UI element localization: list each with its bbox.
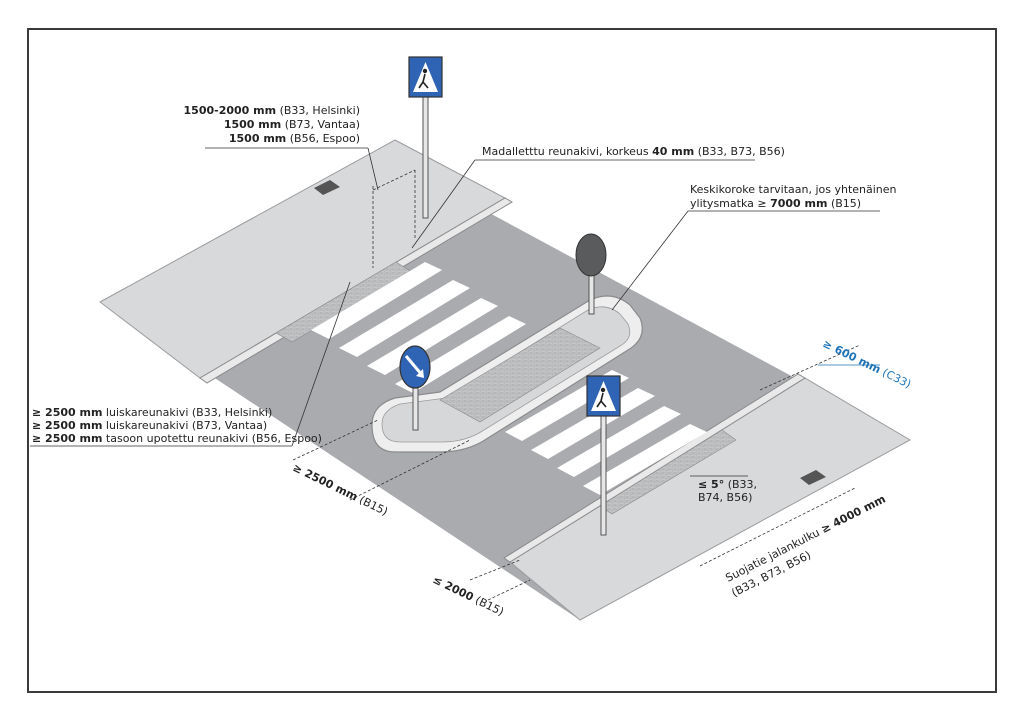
dim-2500-label: ≥ 2500 mm (B15) [291,461,390,518]
warning-strip-south [800,470,826,485]
ramp-label-line-2: ≥ 2500 mm luiskareunakivi (B73, Vantaa) [32,419,267,432]
keep-right-sign [399,345,431,431]
crossing-sign-north [408,56,443,219]
crossing-sign-south [586,375,621,536]
slope-label-line-1: ≤ 5° (B33, [698,478,757,491]
curb-label: Madalletttu reunakivi, korkeus 40 mm (B3… [482,145,785,158]
crosswalk-stripes-south [505,370,707,495]
sidewalk-width-line-2: 1500 mm (B73, Vantaa) [224,118,360,131]
round-sign-back [575,233,607,315]
warning-strip-north [314,180,340,195]
sidewalk-width-line-1: 1500-2000 mm (B33, Helsinki) [184,104,360,117]
dim-2000-label: ≤ 2000 (B15) [431,573,506,619]
slope-label-line-2: B74, B56) [698,491,752,504]
crossing-width-label: Suojatie jalankulku ≥ 4000 mm [723,492,887,584]
island-label-line-1: Keskikoroke tarvitaan, jos yhtenäinen [690,183,897,196]
sidewalk-width-line-3: 1500 mm (B56, Espoo) [229,132,360,145]
dimension-lines [30,147,880,601]
pedestrian-island [371,295,643,453]
dim-600-label: ≥ 600 mm (C33) [821,337,913,391]
ramp-label-line-3: ≥ 2500 mm tasoon upotettu reunakivi (B56… [32,432,322,445]
tactile-paving-south [599,429,737,515]
island-label-line-2: ylitysmatka ≥ 7000 mm (B15) [690,197,861,210]
ramp-label-line-1: ≥ 2500 mm luiskareunakivi (B33, Helsinki… [32,406,272,419]
